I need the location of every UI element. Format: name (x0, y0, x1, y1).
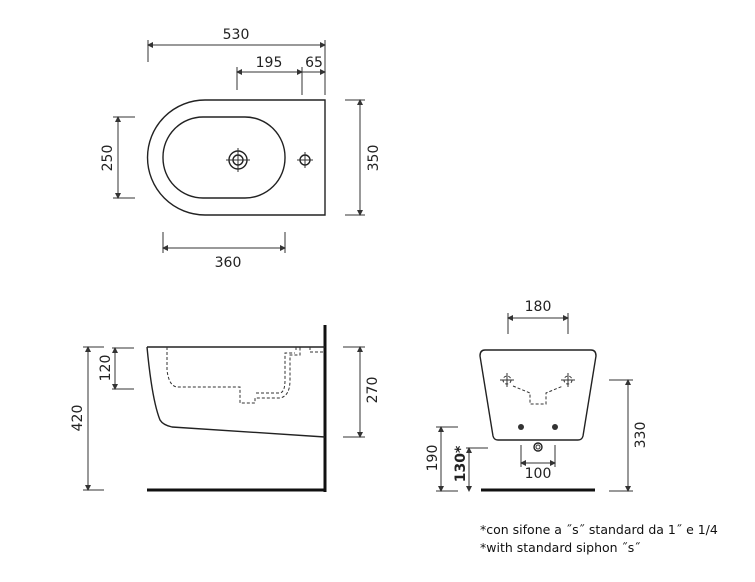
dim-195: 195 (256, 55, 283, 71)
dim-100: 100 (525, 466, 552, 482)
front-view: 180 330 190 130* 100 (425, 299, 649, 492)
bidet-side-outline (146, 346, 326, 438)
top-view: 530 195 65 250 350 360 (100, 27, 382, 271)
bowl-outline (162, 116, 286, 199)
drain-hidden-line (512, 385, 564, 405)
dim-530: 530 (223, 27, 250, 43)
note-english: *with standard siphon ˝s˝ (480, 540, 641, 555)
footnotes: *con sifone a ˝s˝ standard da 1˝ e 1/4 *… (480, 521, 718, 557)
dim-360: 360 (215, 255, 242, 271)
drain-icon (226, 148, 250, 172)
fixing-bolt-left-icon (518, 424, 524, 430)
tap-hole-left-icon (500, 373, 514, 387)
tap-hole-right-icon (561, 373, 575, 387)
tap-hole-icon (297, 152, 313, 168)
dim-270: 270 (365, 377, 381, 404)
dim-120: 120 (98, 355, 114, 382)
dim-190: 190 (425, 445, 441, 472)
dim-65: 65 (305, 55, 323, 71)
fixing-bolt-right-icon (552, 424, 558, 430)
bidet-front-outline (479, 349, 597, 441)
dim-330: 330 (633, 422, 649, 449)
bowl-hidden-line (166, 347, 325, 404)
waste-outlet-icon (533, 442, 543, 452)
dim-250: 250 (100, 145, 116, 172)
dim-180: 180 (525, 299, 552, 315)
note-italian: *con sifone a ˝s˝ standard da 1˝ e 1/4 (480, 522, 718, 537)
bidet-top-outline (146, 99, 326, 216)
side-view: 420 120 270 (70, 325, 381, 492)
dim-350: 350 (366, 145, 382, 172)
dim-130-asterisk: 130* (453, 445, 469, 482)
dim-420: 420 (70, 405, 86, 432)
